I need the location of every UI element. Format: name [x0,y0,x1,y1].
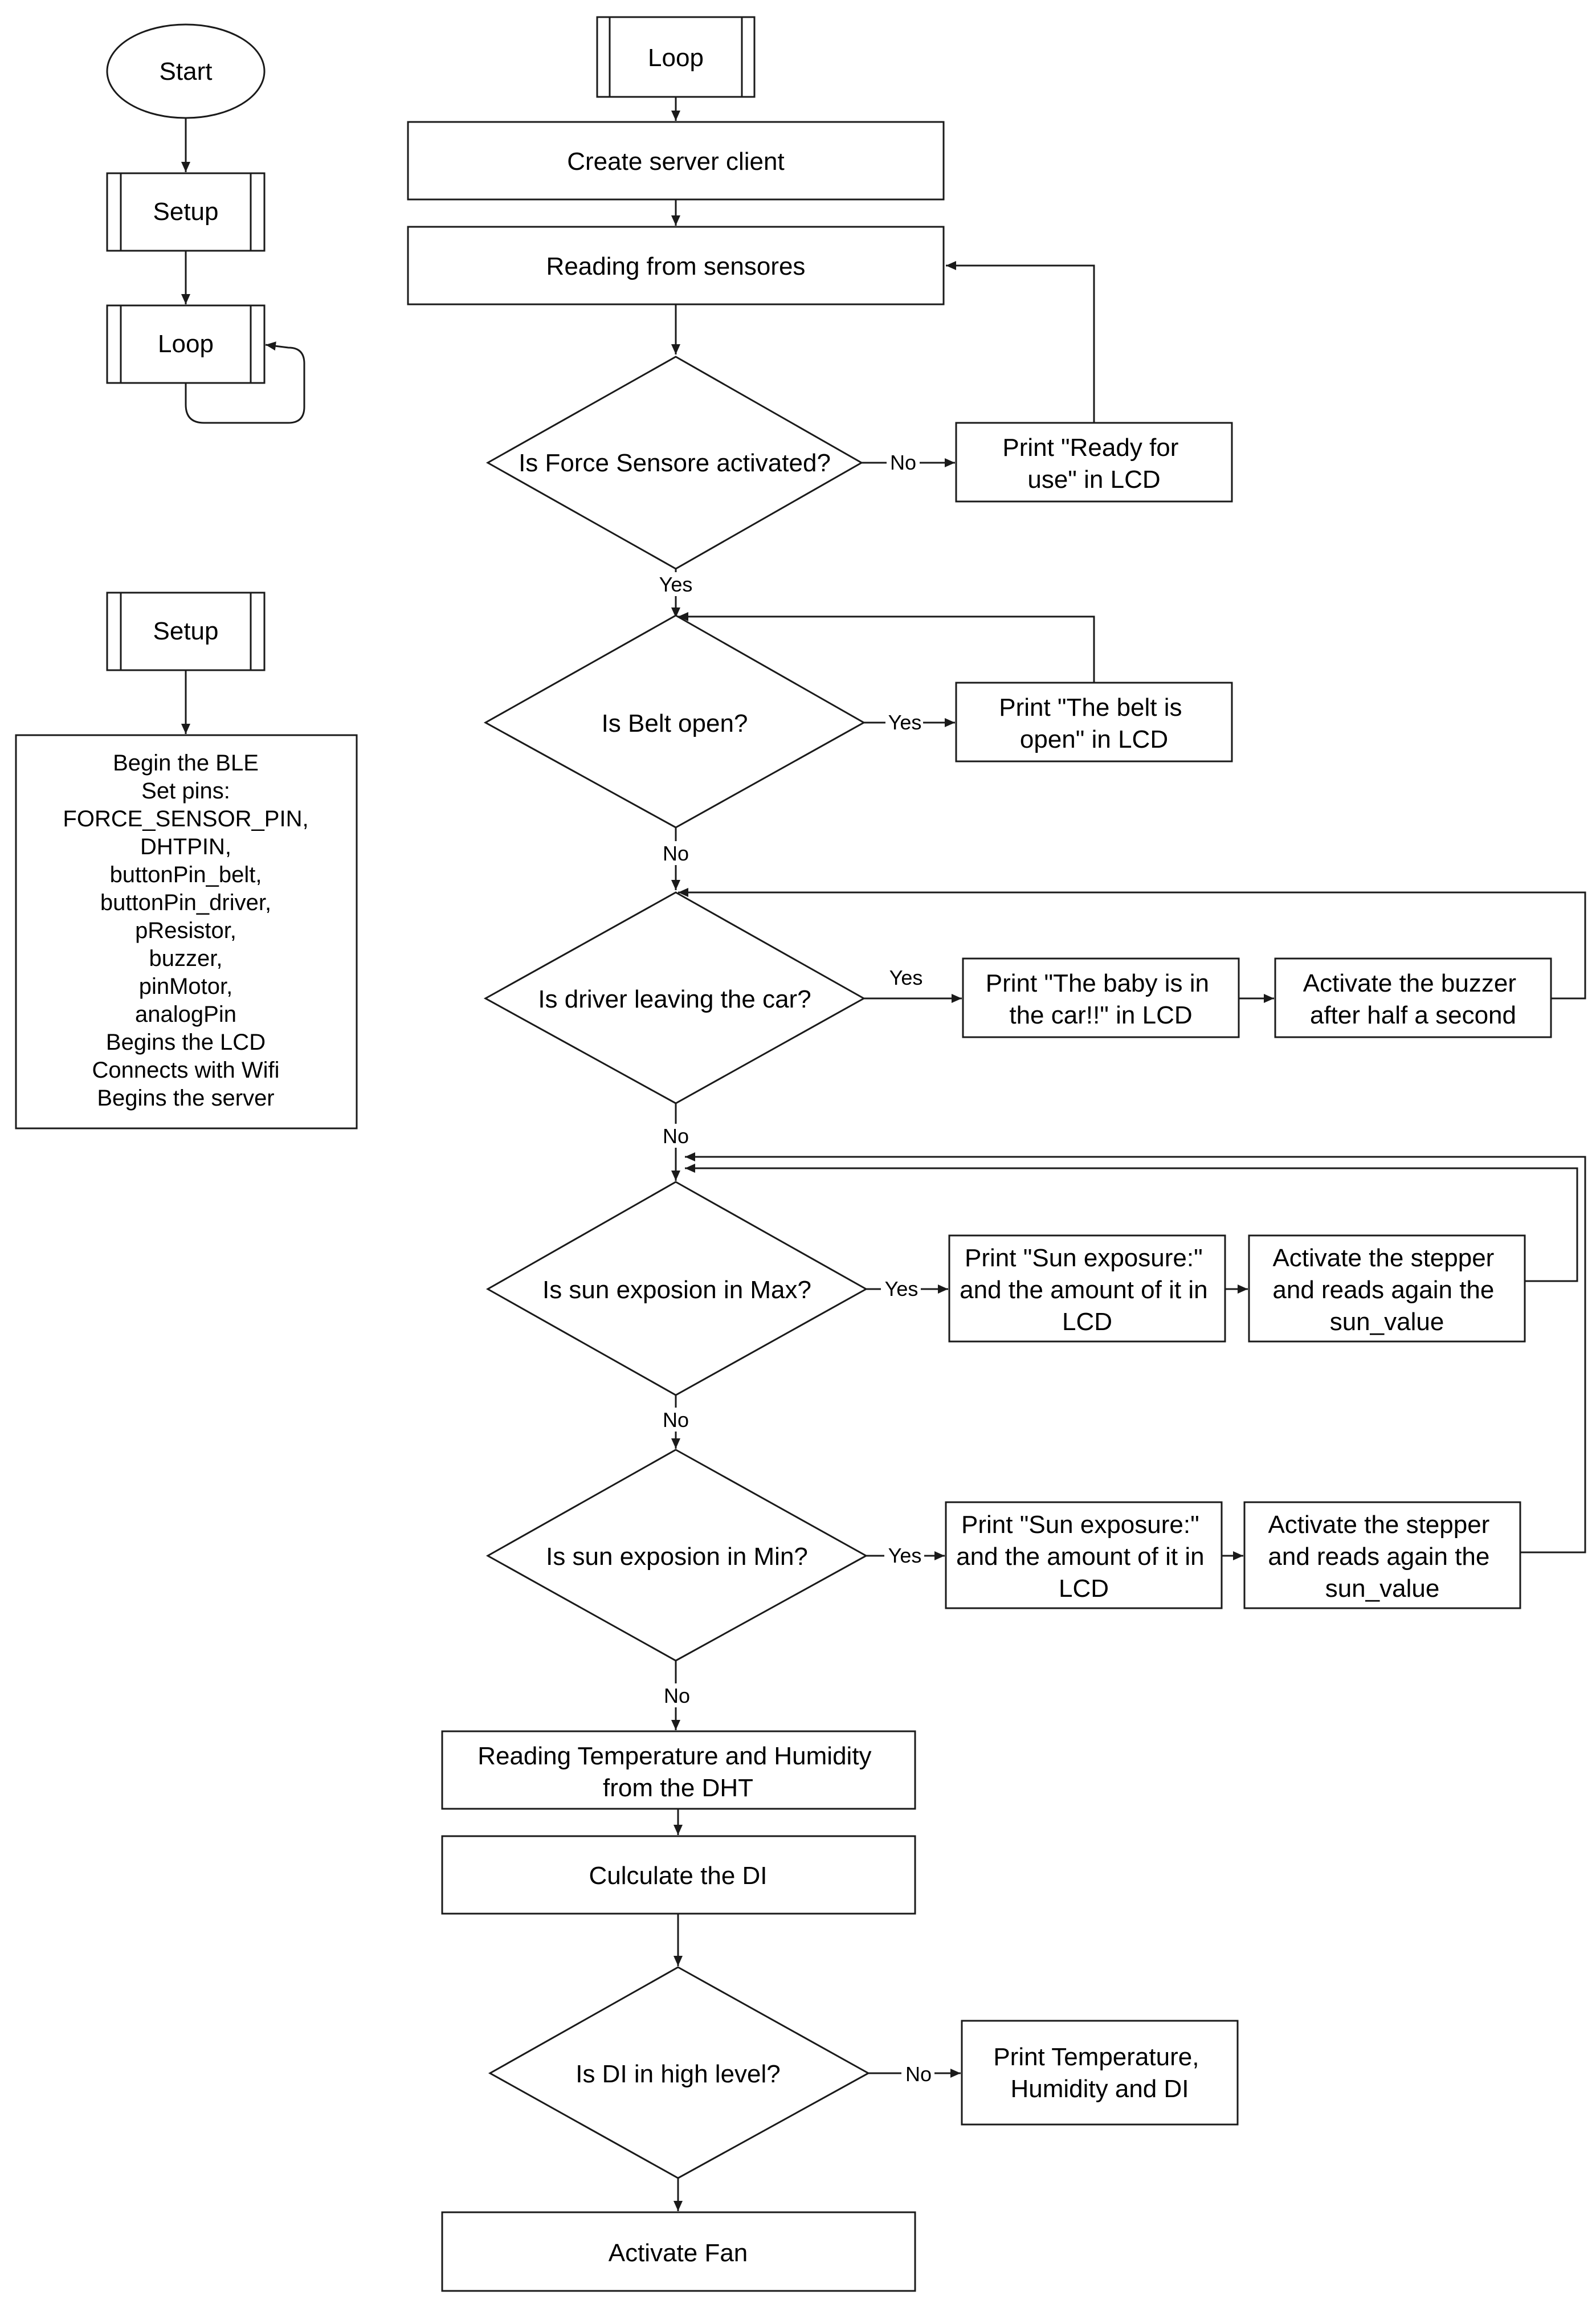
setup-detail-line: FORCE_SENSOR_PIN, [63,806,308,831]
sun-min-question: Is sun exposion in Min? [546,1543,808,1571]
baby-box [962,957,1240,1038]
stepper-max-label: Activate the stepper and reads again the… [1272,1244,1501,1336]
setup-detail-line: buzzer, [149,946,223,971]
fan-label: Activate Fan [609,2239,748,2267]
max-yes-label: Yes [885,1277,919,1300]
buzzer-label: Activate the buzzer after half a second [1303,969,1523,1029]
setup-detail-line: analogPin [135,1002,236,1027]
loop-label-left: Loop [158,330,214,358]
setup-label: Setup [153,198,219,226]
start-label: Start [160,58,213,85]
loop-label-main: Loop [648,44,704,72]
setup-detail-line: pinMotor, [139,974,233,999]
setup-detail-line: buttonPin_belt, [110,862,262,887]
belt-no-label: No [663,842,689,865]
di-no-label: No [905,2062,932,2086]
edge-loop-self [185,341,305,424]
create-server-label: Create server client [567,148,784,176]
dht-box [441,1730,916,1810]
dht-label: Reading Temperature and Humidity from th… [477,1742,879,1802]
force-no-label: No [890,451,916,474]
setup-detail-line: Set pins: [141,778,230,804]
max-no-label: No [663,1408,689,1432]
setup-detail-line: pResistor, [135,918,236,943]
setup-detail-line: Begin the BLE [113,751,259,776]
edge-stepper-max-loop [685,1164,1578,1282]
di-question: Is DI in high level? [575,2060,781,2088]
edge-ready-reading [946,261,1095,423]
edge-belt-loop [678,612,1095,683]
sun-print-max-box [948,1234,1226,1343]
sun-print-min-label: Print "Sun exposure:" and the amount of … [956,1511,1211,1602]
stepper-max-box [1248,1234,1526,1343]
setup-detail-line: DHTPIN, [140,834,231,859]
sun-max-question: Is sun exposion in Max? [542,1276,811,1304]
print-thd-box [961,2020,1239,2126]
belt-open-box [955,682,1233,762]
belt-question: Is Belt open? [602,709,748,737]
setup-detail-line: buttonPin_driver, [100,890,271,915]
driver-yes-label: Yes [889,966,923,989]
min-yes-label: Yes [888,1544,922,1567]
create-server-box [407,121,945,201]
setup-subprocess: Setup [106,172,266,252]
setup-detail-line: Connects with Wifi [92,1058,280,1083]
edge-buzzer-loop [678,888,1586,1000]
stepper-min-box [1243,1501,1521,1609]
stepper-min-label: Activate the stepper and reads again the… [1268,1511,1496,1602]
min-no-label: No [664,1684,690,1707]
fan-box [441,2211,916,2292]
ready-box [955,422,1233,503]
sun-print-max-label: Print "Sun exposure:" and the amount of … [960,1244,1215,1336]
loop-subprocess-main: Loop [596,16,756,98]
setup2-label: Setup [153,617,219,645]
sun-print-min-box [945,1501,1223,1609]
baby-label: Print "The baby is in the car!!" in LCD [986,969,1216,1029]
ready-label: Print "Ready for use" in LCD [1002,434,1185,494]
buzzer-box [1274,957,1552,1038]
di-box [441,1835,916,1915]
loop-subprocess-left: Loop [106,304,266,384]
driver-no-label: No [663,1124,689,1148]
setup-details-box [15,734,358,1129]
driver-question: Is driver leaving the car? [538,985,811,1013]
setup-detail-line: Begins the LCD [106,1030,266,1055]
force-yes-label: Yes [659,573,693,596]
belt-yes-label: Yes [888,711,922,734]
di-label: Culculate the DI [589,1862,767,1890]
print-thd-label: Print Temperature, Humidity and DI [993,2043,1206,2103]
belt-open-label: Print "The belt is open" in LCD [999,694,1189,753]
setup-detail-line: Begins the server [97,1086,274,1111]
setup-subprocess-2: Setup [106,592,266,671]
reading-sensors-box [407,226,945,305]
reading-sensors-label: Reading from sensores [546,252,806,280]
edge-stepper-min-loop [685,1152,1586,1553]
force-sensor-question: Is Force Sensore activated? [519,449,831,477]
